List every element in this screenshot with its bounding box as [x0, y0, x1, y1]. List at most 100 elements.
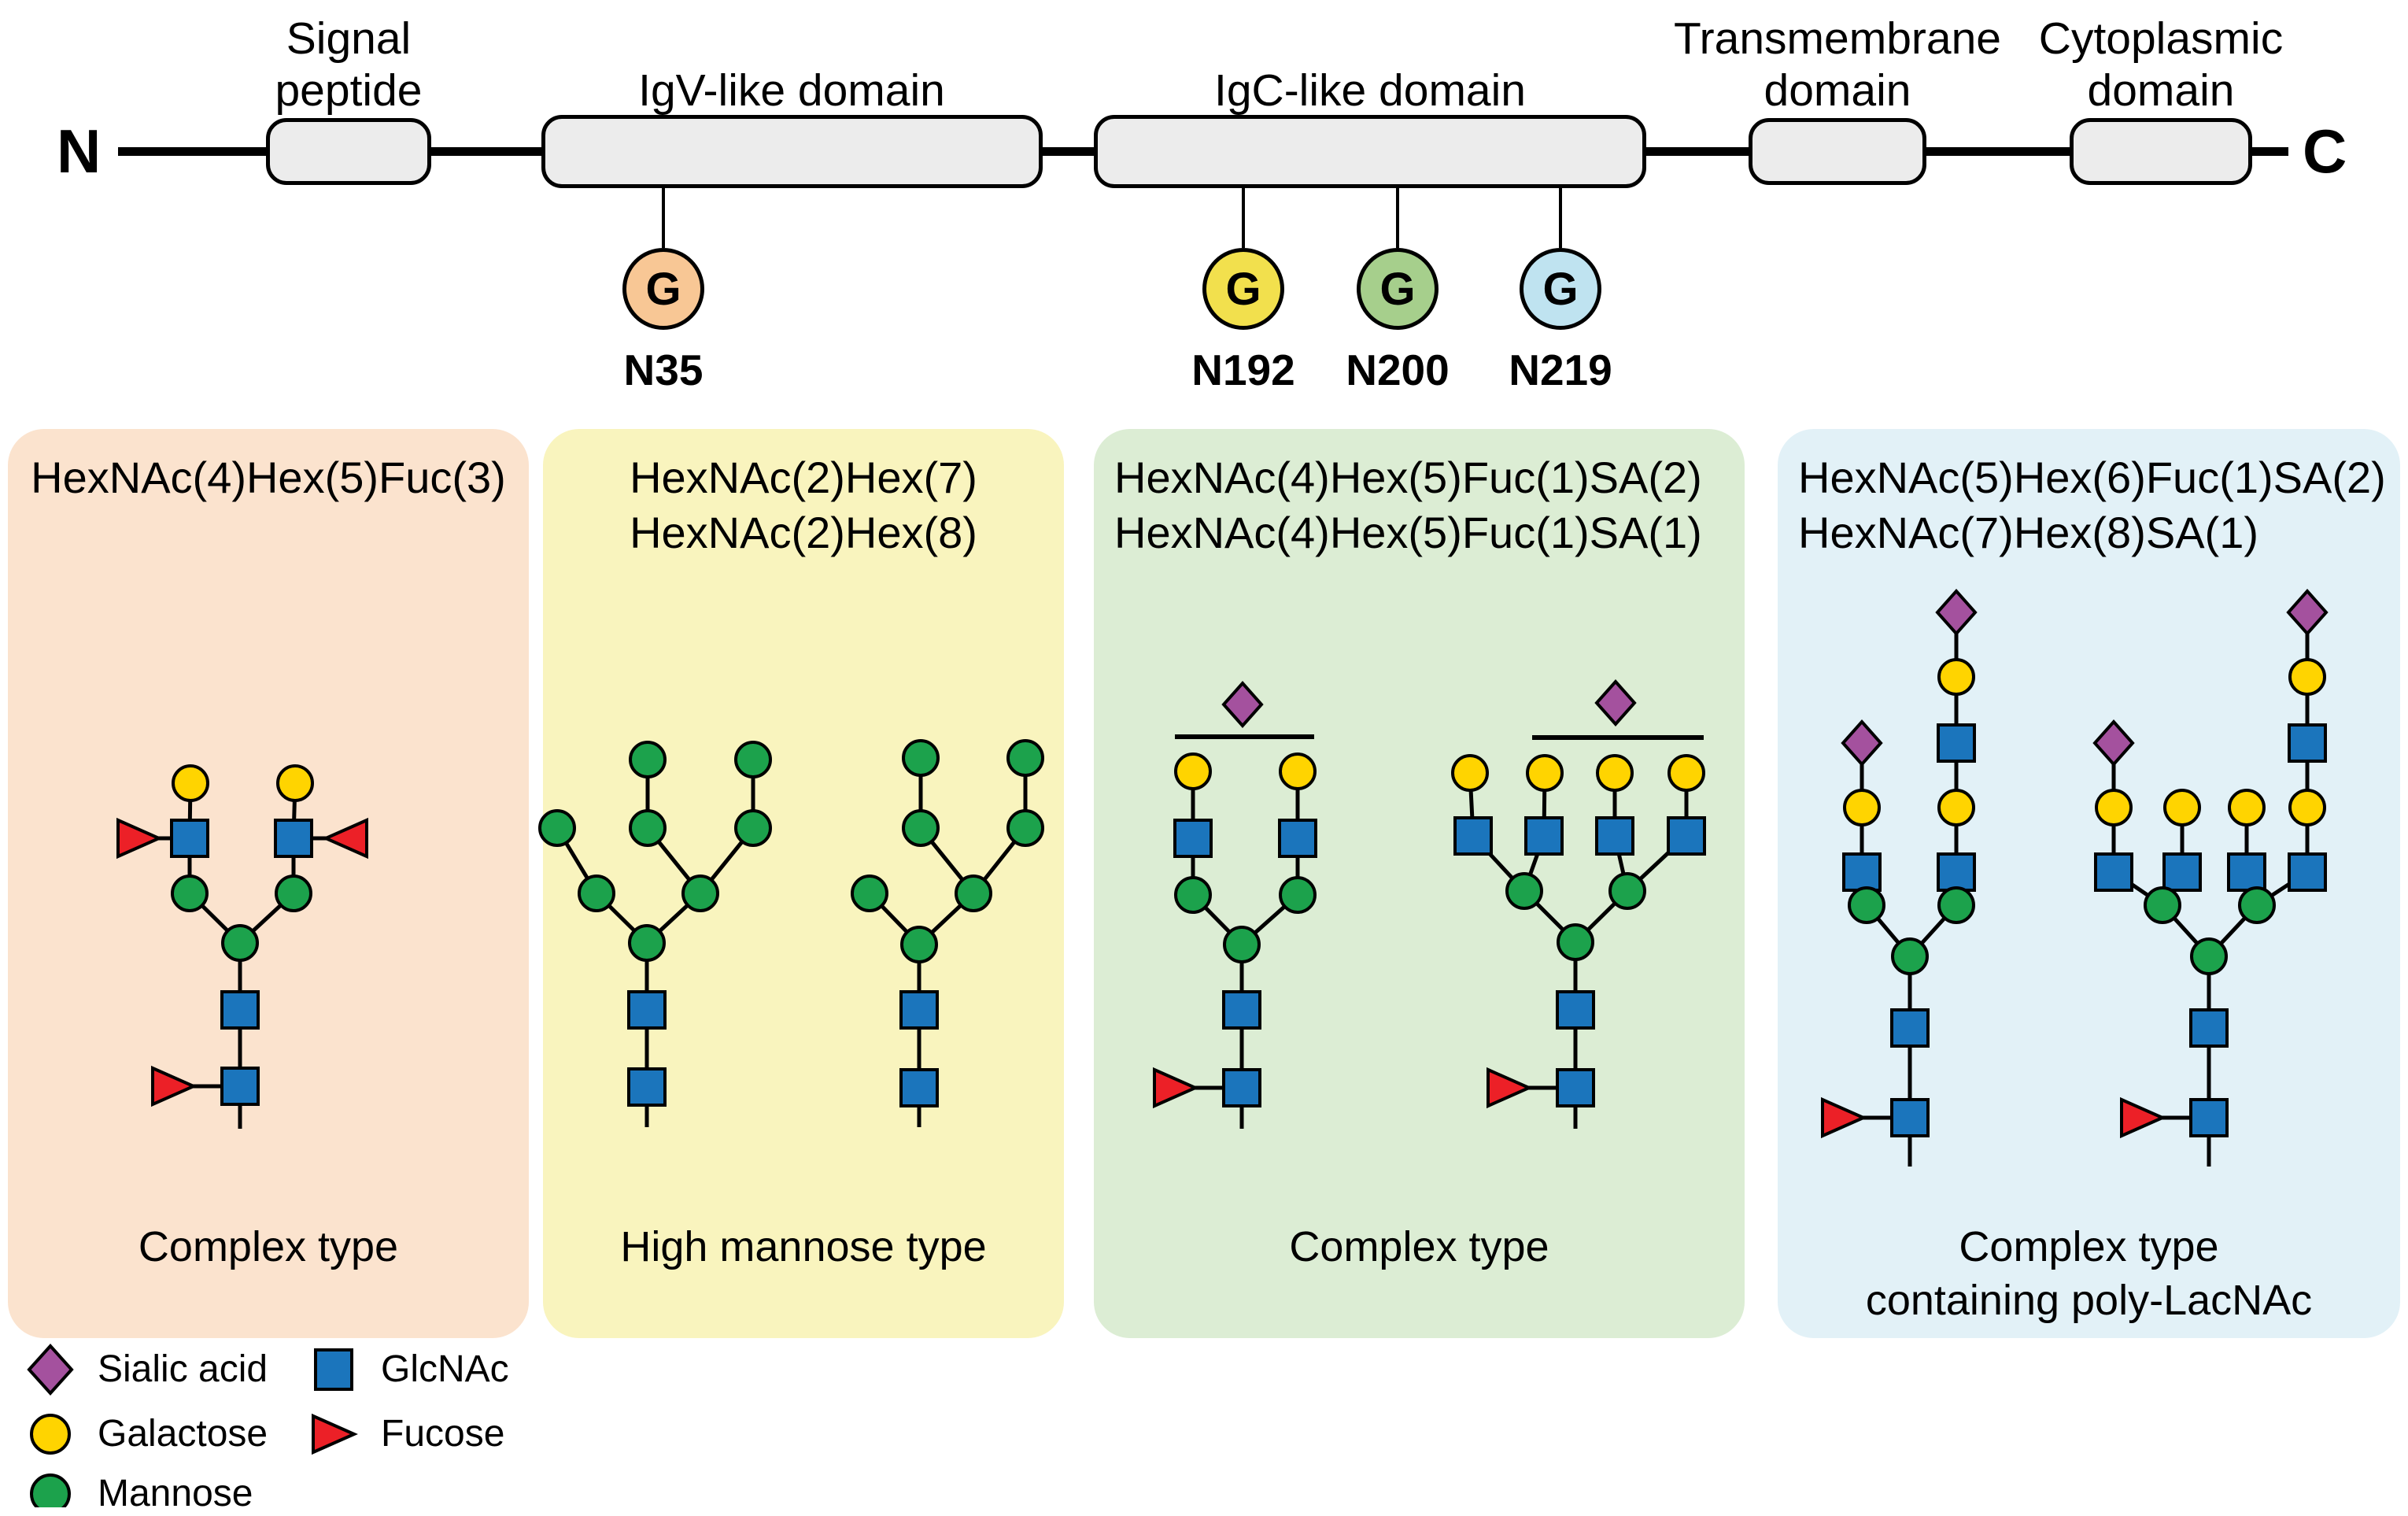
- legend-sialic-acid-icon: [27, 1344, 74, 1396]
- legend-galactose-icon: [30, 1414, 71, 1455]
- mannose-node: [851, 874, 888, 912]
- legend-label: Galactose: [98, 1413, 268, 1455]
- mannose-node: [578, 874, 615, 912]
- glcnac-node: [1453, 816, 1493, 856]
- panel-complex-type-1: HexNAc(4)Hex(5)Fuc(3) Complex type: [8, 429, 529, 1338]
- glycosylation-site-stem: [1396, 188, 1399, 248]
- galactose-node: [2288, 658, 2326, 696]
- domain-label: Signal peptide: [275, 13, 423, 116]
- mannose-node: [629, 809, 667, 847]
- site-position-label: N200: [1346, 346, 1450, 394]
- domain-label: IgC-like domain: [1214, 65, 1526, 116]
- fucose-node: [1487, 1067, 1533, 1109]
- mannose-node: [628, 924, 666, 962]
- glycosylation-site-stem: [1559, 188, 1562, 248]
- glcnac-node: [2288, 852, 2327, 892]
- mannose-node: [1937, 886, 1975, 924]
- sialic-acid-node: [1841, 719, 1883, 767]
- glcnac-node: [1842, 852, 1882, 892]
- mannose-node: [1557, 923, 1594, 961]
- galactose-node: [2095, 789, 2133, 826]
- mannose-node: [1848, 886, 1885, 924]
- glycan-type-label: Complex type: [138, 1223, 399, 1270]
- mannose-node: [1279, 876, 1317, 914]
- mannose-node: [2190, 937, 2228, 975]
- domain-label: Transmembrane domain: [1673, 13, 2002, 116]
- galactose-node: [1937, 789, 1975, 826]
- glcnac-node: [2189, 1008, 2229, 1048]
- galactose-node: [172, 764, 209, 802]
- mannose-node: [1608, 872, 1646, 910]
- glcnac-node: [1595, 816, 1634, 856]
- glcnac-node: [1222, 990, 1261, 1030]
- fucose-node: [1153, 1067, 1199, 1109]
- glycan-composition: HexNAc(2)Hex(7) HexNAc(2)Hex(8): [630, 453, 977, 557]
- galactose-node: [1937, 658, 1975, 696]
- legend-label: Mannose: [98, 1473, 253, 1514]
- glcnac-node: [170, 819, 209, 858]
- domain-box-transmembrane-domain: [1749, 118, 1926, 185]
- galactose-node: [1279, 752, 1317, 790]
- mannose-node: [1891, 937, 1929, 975]
- domain-box-signal-peptide: [266, 118, 431, 185]
- sialic-acid-node: [1221, 680, 1264, 729]
- glcnac-node: [220, 1067, 260, 1106]
- glcnac-node: [2227, 852, 2266, 892]
- mannose-node: [734, 809, 772, 847]
- legend-mannose-icon: [30, 1473, 71, 1507]
- glycan-type-label: Complex type: [1289, 1223, 1549, 1270]
- galactose-node: [1668, 754, 1705, 792]
- glcnac-node: [220, 990, 260, 1030]
- n-terminus-label: N: [57, 116, 102, 186]
- glycosylation-site-N192: G: [1202, 248, 1284, 330]
- glcnac-node: [1556, 1068, 1595, 1107]
- glcnac-node: [2189, 1098, 2229, 1137]
- glcnac-node: [899, 1068, 939, 1107]
- glycan-composition: HexNAc(4)Hex(5)Fuc(3): [31, 453, 506, 502]
- glcnac-node: [1890, 1008, 1930, 1048]
- domain-label: IgV-like domain: [638, 65, 945, 116]
- mannose-node: [900, 926, 938, 963]
- glycosylation-site-N200: G: [1357, 248, 1439, 330]
- site-position-label: N35: [623, 346, 704, 394]
- glcnac-node: [1173, 819, 1213, 858]
- mannose-node: [902, 739, 940, 777]
- fucose-node: [322, 817, 368, 860]
- domain-box-cytoplasmic-domain: [2070, 118, 2252, 185]
- domain-box-igc-like-domain: [1094, 115, 1646, 188]
- mannose-node: [955, 874, 992, 912]
- glcnac-node: [1556, 990, 1595, 1030]
- glycosylation-site-stem: [1242, 188, 1245, 248]
- galactose-node: [276, 764, 314, 802]
- glcnac-node: [274, 819, 313, 858]
- fucose-node: [2120, 1096, 2166, 1139]
- mannose-node: [902, 809, 940, 847]
- glcnac-node: [1890, 1098, 1930, 1137]
- galactose-node: [2228, 789, 2266, 826]
- glcnac-node: [1667, 816, 1706, 856]
- sialic-acid-node: [1935, 588, 1978, 637]
- galactose-node: [2163, 789, 2201, 826]
- domain-box-igv-like-domain: [541, 115, 1043, 188]
- galactose-node: [1596, 754, 1634, 792]
- glcnac-node: [899, 990, 939, 1030]
- mannose-node: [681, 874, 719, 912]
- glcnac-node: [627, 1067, 667, 1107]
- mannose-node: [221, 924, 259, 962]
- domain-label: Cytoplasmic domain: [2038, 13, 2284, 116]
- glcnac-node: [1524, 816, 1564, 856]
- legend-glcnac-icon: [314, 1348, 353, 1391]
- galactose-node: [1451, 754, 1489, 792]
- glycan-composition: HexNAc(4)Hex(5)Fuc(1)SA(2) HexNAc(4)Hex(…: [1114, 453, 1702, 557]
- mannose-node: [1006, 739, 1044, 777]
- glcnac-node: [1222, 1068, 1261, 1107]
- mannose-node: [538, 809, 576, 847]
- mannose-node: [1223, 926, 1261, 963]
- galactose-node: [2288, 789, 2326, 826]
- sialic-acid-node: [2092, 719, 2135, 767]
- legend-label: Sialic acid: [98, 1348, 268, 1390]
- galactose-node: [1526, 754, 1564, 792]
- glcnac-node: [2094, 852, 2133, 892]
- mannose-node: [2144, 886, 2181, 924]
- glycan-type-label: High mannose type: [620, 1223, 987, 1270]
